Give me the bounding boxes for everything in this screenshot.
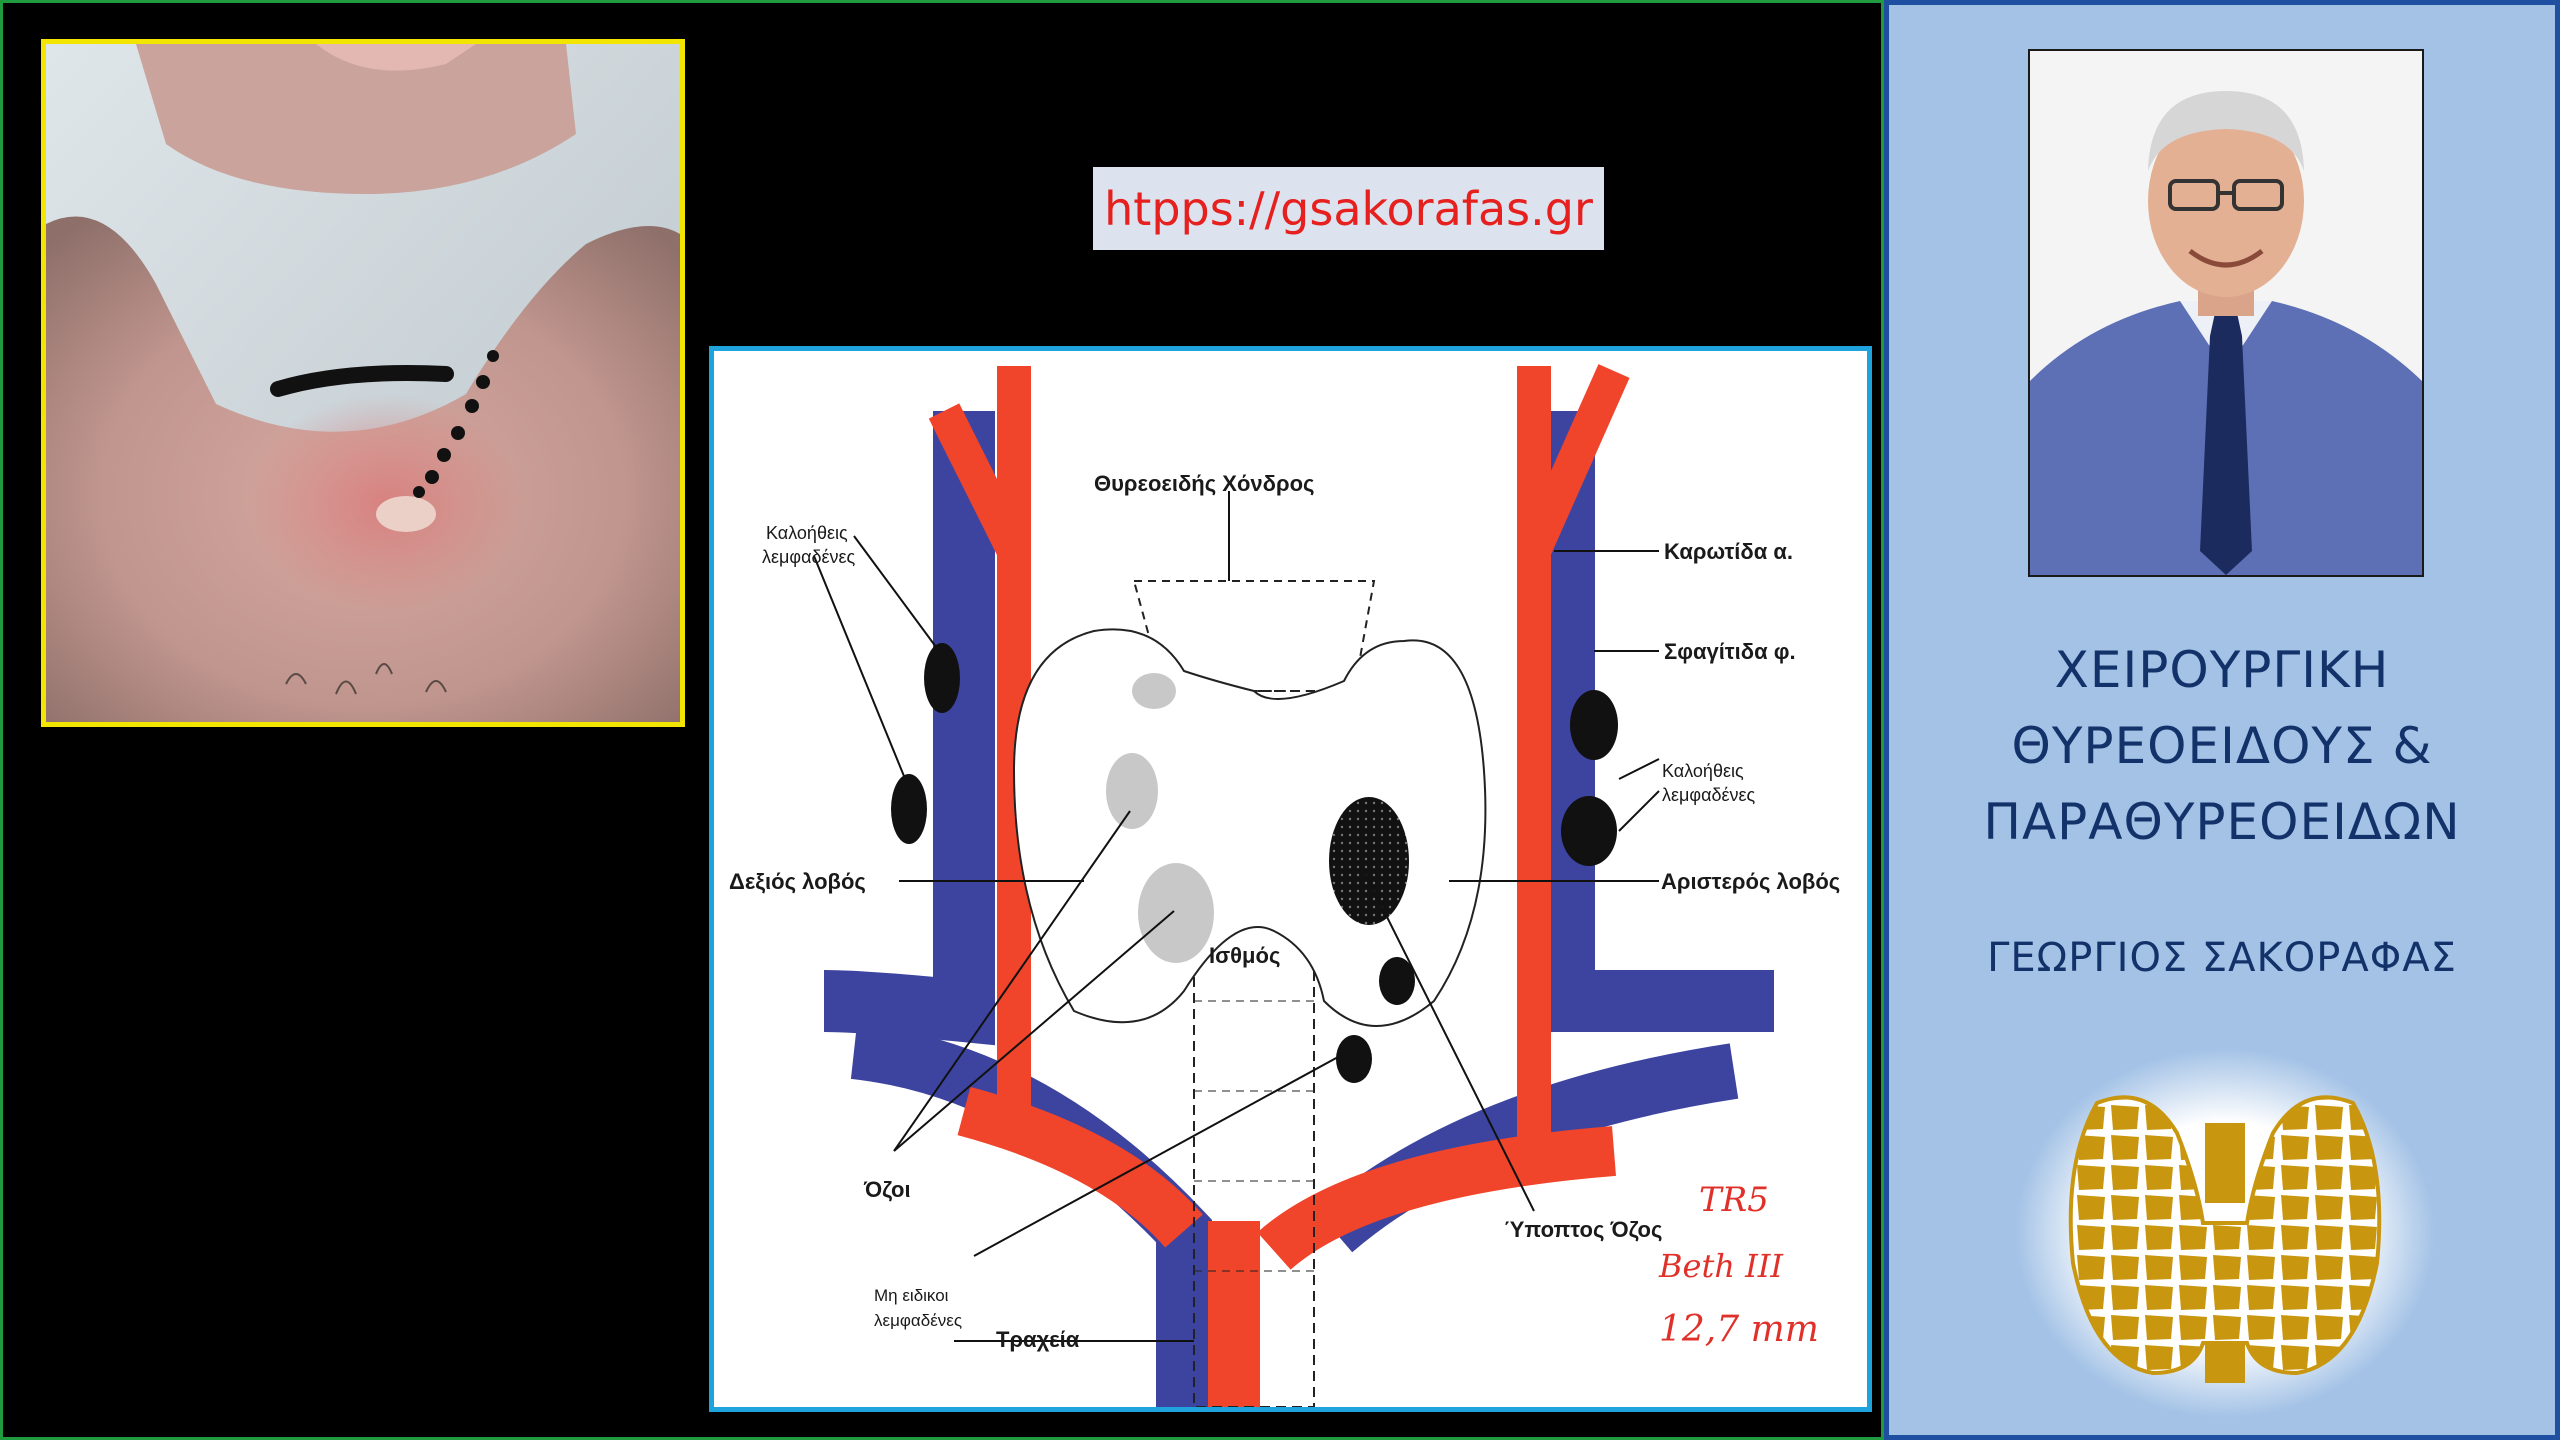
label-carotid: Καρωτίδα α.: [1664, 539, 1793, 564]
portrait-drawing: [2030, 51, 2422, 575]
label-benign-nodes-left-1: Καλοήθεις: [766, 523, 848, 543]
thyroid-logo: [2007, 1043, 2443, 1423]
label-trachea: Τραχεία: [996, 1327, 1080, 1352]
author-portrait: [2028, 49, 2424, 577]
label-nonspecific-nodes-2: λεμφαδένες: [874, 1311, 962, 1330]
note-bethesda: Beth III: [1658, 1247, 1784, 1285]
clinical-neck-photo: [41, 39, 685, 727]
label-benign-nodes-left-2: λεμφαδένες: [762, 547, 856, 567]
label-nodules: Όζοι: [863, 1177, 911, 1202]
label-jugular: Σφαγίτιδα φ.: [1664, 639, 1796, 664]
label-benign-nodes-right-1: Καλοήθεις: [1662, 761, 1744, 781]
course-title: ΧΕΙΡΟΥΡΓΙΚΗ ΘΥΡΕΟΕΙΔΟΥΣ & ΠΑΡΑΘΥΡΕΟΕΙΔΩΝ: [1889, 632, 2555, 860]
label-nonspecific-nodes-1: Μη ειδικοι: [874, 1286, 949, 1305]
label-benign-nodes-right-2: λεμφαδένες: [1662, 785, 1756, 805]
author-name: ΓΕΩΡΓΙΟΣ ΣΑΚΟΡΑΦΑΣ: [1987, 935, 2457, 981]
thyroid-logo-icon: [2015, 1048, 2435, 1418]
note-tirads: TR5: [1699, 1180, 1769, 1220]
course-title-line-3: ΠΑΡΑΘΥΡΕΟΕΙΔΩΝ: [1983, 793, 2461, 851]
note-size: 12,7 mm: [1659, 1309, 1819, 1350]
author-sidebar: ΧΕΙΡΟΥΡΓΙΚΗ ΘΥΡΕΟΕΙΔΟΥΣ & ΠΑΡΑΘΥΡΕΟΕΙΔΩΝ…: [1884, 0, 2560, 1440]
website-url-text[interactable]: htpps://gsakorafas.gr: [1104, 181, 1593, 236]
website-url-banner[interactable]: htpps://gsakorafas.gr: [1093, 167, 1604, 250]
label-right-lobe: Δεξιός λοβός: [729, 869, 866, 894]
course-title-line-2: ΘΥΡΕΟΕΙΔΟΥΣ &: [2011, 717, 2433, 775]
neck-photo-drawing: [46, 44, 680, 722]
anatomy-drawing: Θυρεοειδής Χόνδρος Καρωτίδα α. Σφαγίτιδα…: [729, 364, 1840, 1407]
label-isthmus: Ισθμός: [1209, 943, 1280, 968]
label-left-lobe: Αριστερός λοβός: [1661, 869, 1840, 894]
label-suspicious-nodule: Ύποπτος Όζος: [1504, 1217, 1662, 1242]
main-slide-area: htpps://gsakorafas.gr: [0, 0, 1884, 1440]
thyroid-anatomy-diagram: Θυρεοειδής Χόνδρος Καρωτίδα α. Σφαγίτιδα…: [709, 346, 1872, 1412]
course-title-line-1: ΧΕΙΡΟΥΡΓΙΚΗ: [2054, 641, 2390, 699]
label-thyroid-cartilage: Θυρεοειδής Χόνδρος: [1094, 471, 1314, 496]
